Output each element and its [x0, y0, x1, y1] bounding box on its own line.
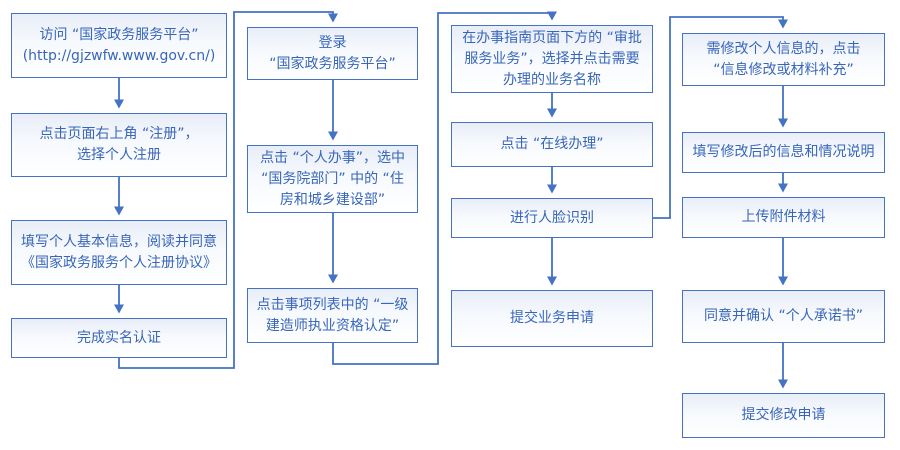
- step-submit-modification: 提交修改申请: [682, 393, 885, 438]
- step-face-recognition: 进行人脸识别: [451, 198, 653, 238]
- step-fill-basic-info: 填写个人基本信息，阅读并同意 《国家政务服务个人注册协议》: [11, 220, 227, 285]
- step-register: 点击页面右上角 “注册”， 选择个人注册: [11, 113, 227, 177]
- step-upload-attachments: 上传附件材料: [682, 197, 885, 238]
- step-real-name-auth: 完成实名认证: [11, 318, 227, 358]
- column-connector: [332, 11, 557, 365]
- step-fill-modified-info: 填写修改后的信息和情况说明: [682, 132, 885, 173]
- step-select-item: 点击事项列表中的 “一级 建造师执业资格认定”: [247, 288, 418, 343]
- step-online-handle: 点击 “在线办理”: [451, 122, 653, 167]
- step-approval-service: 在办事指南页面下方的 “审批 服务业务”，选择并点击需要 办理的业务名称: [451, 25, 653, 93]
- column-connector: [653, 16, 788, 219]
- step-login: 登录 “国家政务服务平台”: [247, 27, 418, 80]
- step-confirm-commitment: 同意并确认 “个人承诺书”: [682, 290, 885, 343]
- step-visit-platform: 访问 “国家政务服务平台” (http://gjzwfw.www.gov.cn/…: [11, 13, 227, 78]
- column-connector: [118, 11, 338, 369]
- step-personal-affairs: 点击 “个人办事”，选中 “国务院部门” 中的 “住 房和城乡建设部”: [247, 145, 418, 213]
- step-submit-business: 提交业务申请: [451, 290, 653, 347]
- step-modify-info: 需修改个人信息的，点击 “信息修改或材料补充”: [682, 33, 885, 86]
